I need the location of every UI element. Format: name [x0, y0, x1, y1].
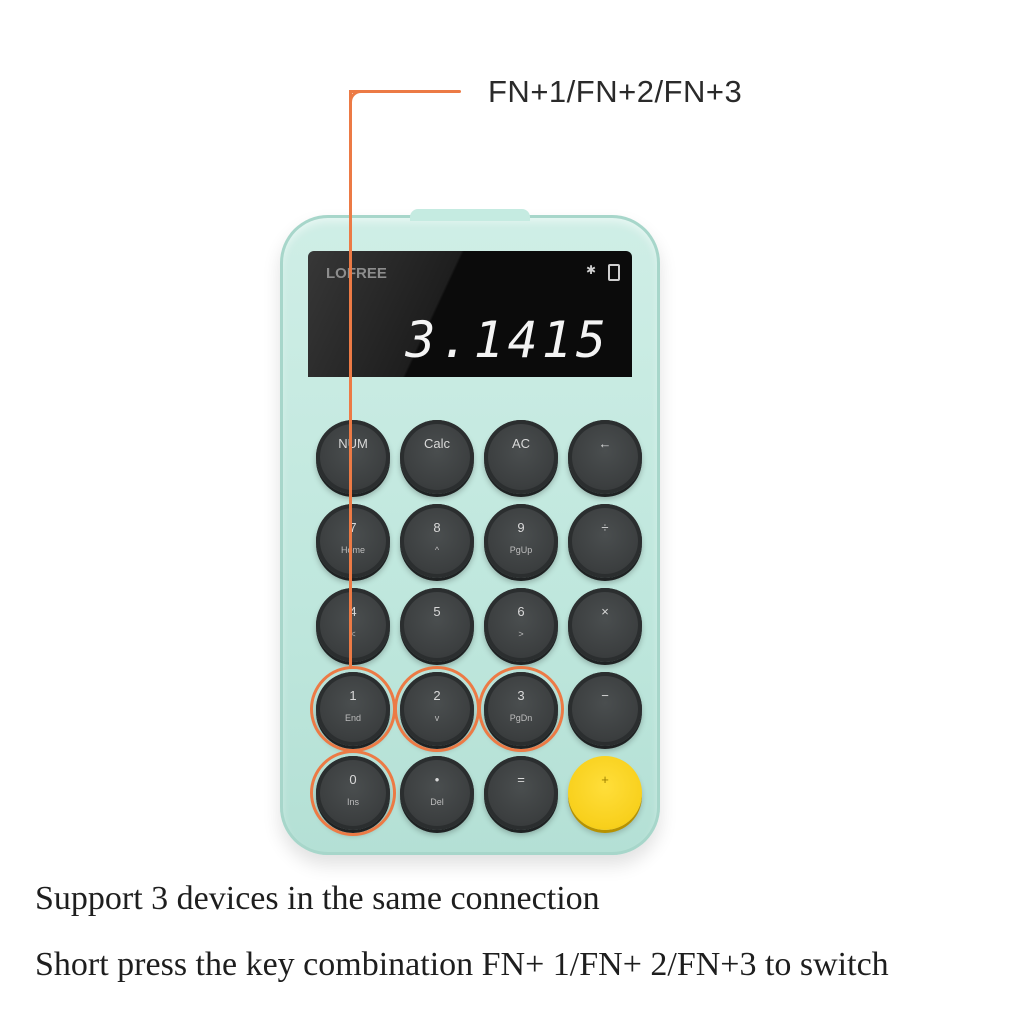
key-calc[interactable]: Calc: [400, 420, 474, 494]
key-dot[interactable]: •Del: [400, 756, 474, 830]
caption-line-1: Support 3 devices in the same connection: [35, 880, 600, 917]
key-ac[interactable]: AC: [484, 420, 558, 494]
bluetooth-icon: ✱: [586, 263, 597, 277]
key-num[interactable]: NUM: [316, 420, 390, 494]
key-8[interactable]: 8^: [400, 504, 474, 578]
key-equals[interactable]: =: [484, 756, 558, 830]
lcd-display: LOFREE ✱ 3.1415: [308, 251, 632, 377]
key-multiply[interactable]: ×: [568, 588, 642, 662]
callout-leader-horizontal: [349, 90, 461, 93]
key-5[interactable]: 5: [400, 588, 474, 662]
callout-leader-vertical: [349, 90, 352, 668]
caption-line-2: Short press the key combination FN+ 1/FN…: [35, 946, 889, 983]
screen-reflection: [308, 251, 528, 377]
key-plus[interactable]: +: [568, 756, 642, 830]
key-backspace[interactable]: ←: [568, 420, 642, 494]
brand-logo: LOFREE: [326, 265, 387, 282]
key-divide[interactable]: ÷: [568, 504, 642, 578]
battery-icon: [608, 264, 620, 281]
key-6[interactable]: 6>: [484, 588, 558, 662]
callout-leader-corner: [349, 90, 366, 107]
key-minus[interactable]: −: [568, 672, 642, 746]
device-top-edge: [410, 209, 530, 221]
callout-label: FN+1/FN+2/FN+3: [488, 74, 743, 109]
display-readout: 3.1415: [405, 311, 610, 369]
key-4[interactable]: 4<: [316, 588, 390, 662]
